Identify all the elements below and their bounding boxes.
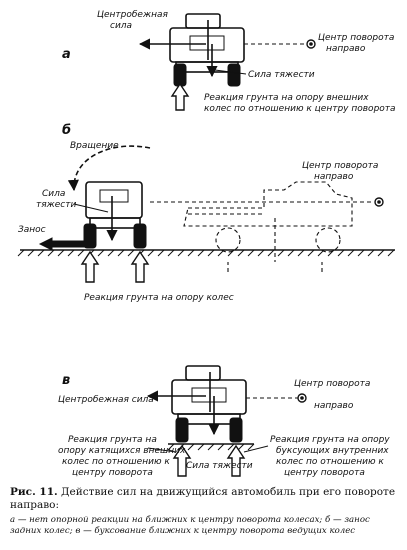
reaction-label-b: Реакция грунта на опору колес <box>84 293 234 303</box>
gravity-label-a: Сила тяжести <box>248 70 315 80</box>
caption-number: Рис. 11. <box>10 486 58 498</box>
panel-v-letter: в <box>62 373 70 388</box>
truck-side-dashed <box>183 181 353 262</box>
gravity-label-b-2: тяжести <box>36 200 76 210</box>
truck-outline <box>183 181 353 227</box>
reaction-left-label-2: опору катящихся внешних <box>58 446 186 456</box>
wheel-left <box>175 417 189 443</box>
rotation-label: Вращение <box>70 141 119 151</box>
rear-panel <box>189 35 225 51</box>
reaction-label-a-2: колес по отношению к центру поворота <box>204 104 396 114</box>
reaction-arrow-a <box>170 82 190 111</box>
rotation-arc <box>67 145 151 192</box>
skid-arrow <box>38 237 85 251</box>
body <box>169 27 245 63</box>
panel-v: в Центробежная сила Центр поворота напра… <box>58 365 390 478</box>
turn-center-label-v-2: направо <box>314 401 354 411</box>
panel-b-letter: б <box>62 123 71 138</box>
truck-rear-a <box>169 13 245 87</box>
truck-rear-b <box>83 181 147 249</box>
wheel-front-dashed <box>315 227 341 253</box>
skid-label: Занос <box>18 225 46 235</box>
wheel-rear-dashed <box>215 227 241 253</box>
cab <box>185 13 221 29</box>
reaction-left-label-4: центру поворота <box>72 468 153 478</box>
centrifugal-label-a: Центробежная <box>97 10 168 20</box>
turn-center-label-b: Центр поворота <box>302 161 378 171</box>
caption-sub: а — нет опорной реакции на ближних к цен… <box>10 515 370 536</box>
panel-a: а Центробежная сила Центр поворота напра… <box>62 10 396 114</box>
body <box>85 181 143 219</box>
gravity-label-b: Сила <box>42 189 65 199</box>
turn-center-label-a: Центр поворота <box>318 33 394 43</box>
reaction-left-label: Реакция грунта на <box>68 435 157 445</box>
turn-center-label-a-2: направо <box>326 44 366 54</box>
reaction-right-label: Реакция грунта на опору <box>270 435 390 445</box>
wheel-right <box>229 417 243 443</box>
turn-center-label-b-2: направо <box>314 172 354 182</box>
panel-b: б Вращение Сила тяжести Занос <box>17 123 395 303</box>
body <box>171 379 247 415</box>
reaction-right-label-3: колес по отношению к <box>276 457 384 467</box>
wheel-left <box>83 223 97 249</box>
wheel-left <box>173 63 187 87</box>
centrifugal-label-a-2: сила <box>110 21 132 31</box>
caption-main: Рис. 11. Действие сил на движущийся авто… <box>10 486 402 512</box>
reaction-right-label-2: буксующих внутренних <box>276 446 389 456</box>
centrifugal-label-v: Центробежная сила <box>58 395 154 405</box>
reaction-arrow-v-left <box>172 444 192 477</box>
truck-rear-v <box>171 365 247 443</box>
figure-caption: Рис. 11. Действие сил на движущийся авто… <box>10 486 402 537</box>
panel-a-letter: а <box>62 47 71 62</box>
reaction-right-label-4: центру поворота <box>284 468 365 478</box>
reaction-label-a: Реакция грунта на опору внешних <box>204 93 369 103</box>
reaction-arrow-b-right <box>130 250 150 283</box>
reaction-arrow-v-right <box>226 444 246 477</box>
wheel-right <box>133 223 147 249</box>
reaction-arrow-b-left <box>80 250 100 283</box>
turn-center-label-v: Центр поворота <box>294 379 370 389</box>
ground-hatch <box>17 249 395 257</box>
reaction-left-label-3: колес по отношению к <box>62 457 170 467</box>
caption-title: Действие сил на движущийся автомобиль пр… <box>10 486 396 511</box>
gravity-label-v: Сила тяжести <box>186 461 253 471</box>
wheel-right <box>227 63 241 87</box>
